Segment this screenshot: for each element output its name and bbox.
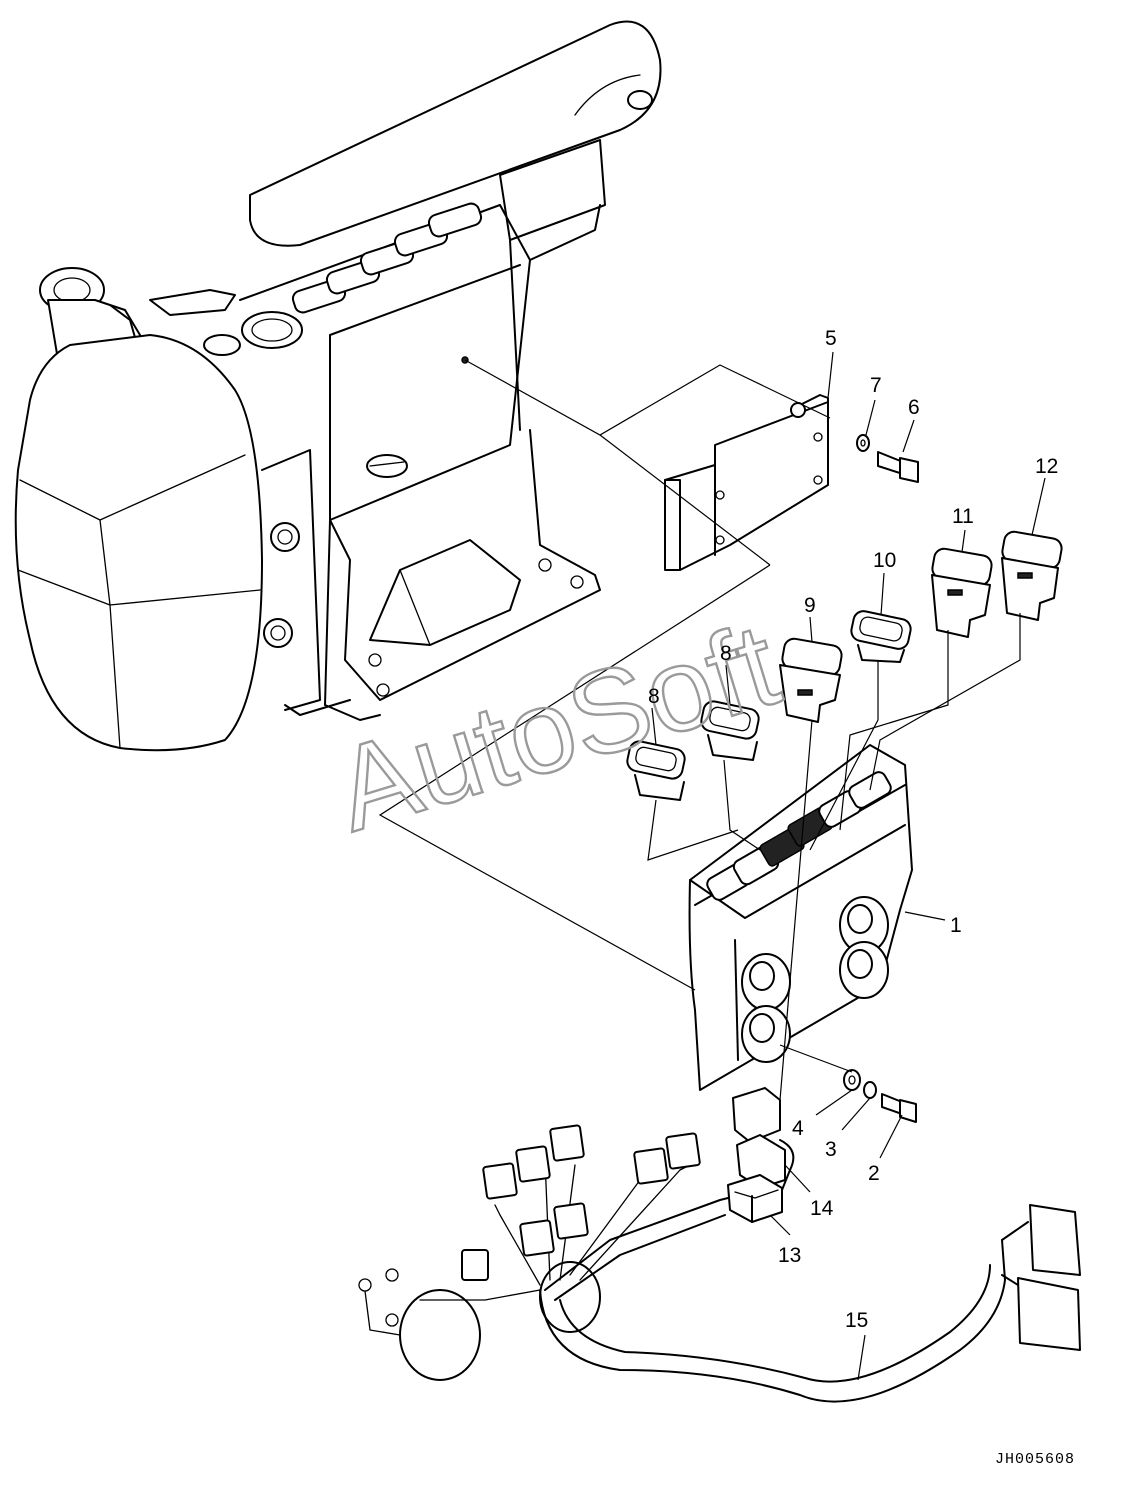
- washer-part-3: [863, 1081, 877, 1099]
- callout-14: 14: [810, 1197, 834, 1220]
- callout-8-lower: 8: [648, 685, 660, 708]
- connector-part-14: [732, 1087, 795, 1191]
- callout-12: 12: [1035, 455, 1058, 478]
- wiring-harness-part-15: [358, 1124, 1081, 1403]
- callout-11: 11: [952, 505, 974, 528]
- connector-part-13: [727, 1174, 783, 1223]
- washer-part-7: [856, 434, 870, 452]
- callout-5: 5: [825, 327, 837, 350]
- leader-lines: [378, 351, 1046, 1381]
- switch-part-8-upper: [700, 700, 760, 761]
- callout-15: 15: [845, 1309, 868, 1332]
- callout-4: 4: [792, 1117, 804, 1140]
- switch-part-12: [1001, 530, 1063, 621]
- switch-part-11: [931, 547, 993, 638]
- bolt-part-2: [881, 1093, 917, 1123]
- bolt-part-6: [877, 451, 919, 483]
- nut-part-4: [843, 1069, 861, 1091]
- callout-1: 1: [950, 914, 962, 937]
- bracket-part-5: [664, 394, 829, 571]
- callout-6: 6: [908, 396, 920, 419]
- switch-panel-part-1: [688, 744, 913, 1091]
- callout-3: 3: [825, 1138, 837, 1161]
- callout-2: 2: [868, 1162, 880, 1185]
- switch-part-10: [850, 610, 912, 663]
- callout-9: 9: [804, 594, 816, 617]
- callout-labels: 1 2 3 4 5 6 7 8 8 9 10 11 12 13 14 15: [648, 327, 1058, 1332]
- callout-10: 10: [873, 549, 896, 572]
- console-assembly: [14, 20, 662, 752]
- callout-7: 7: [870, 374, 882, 397]
- document-id: JH005608: [995, 1451, 1075, 1468]
- callout-13: 13: [778, 1244, 801, 1267]
- callout-8-upper: 8: [720, 642, 732, 665]
- switch-part-8-lower: [626, 740, 686, 801]
- switch-part-9: [779, 637, 843, 723]
